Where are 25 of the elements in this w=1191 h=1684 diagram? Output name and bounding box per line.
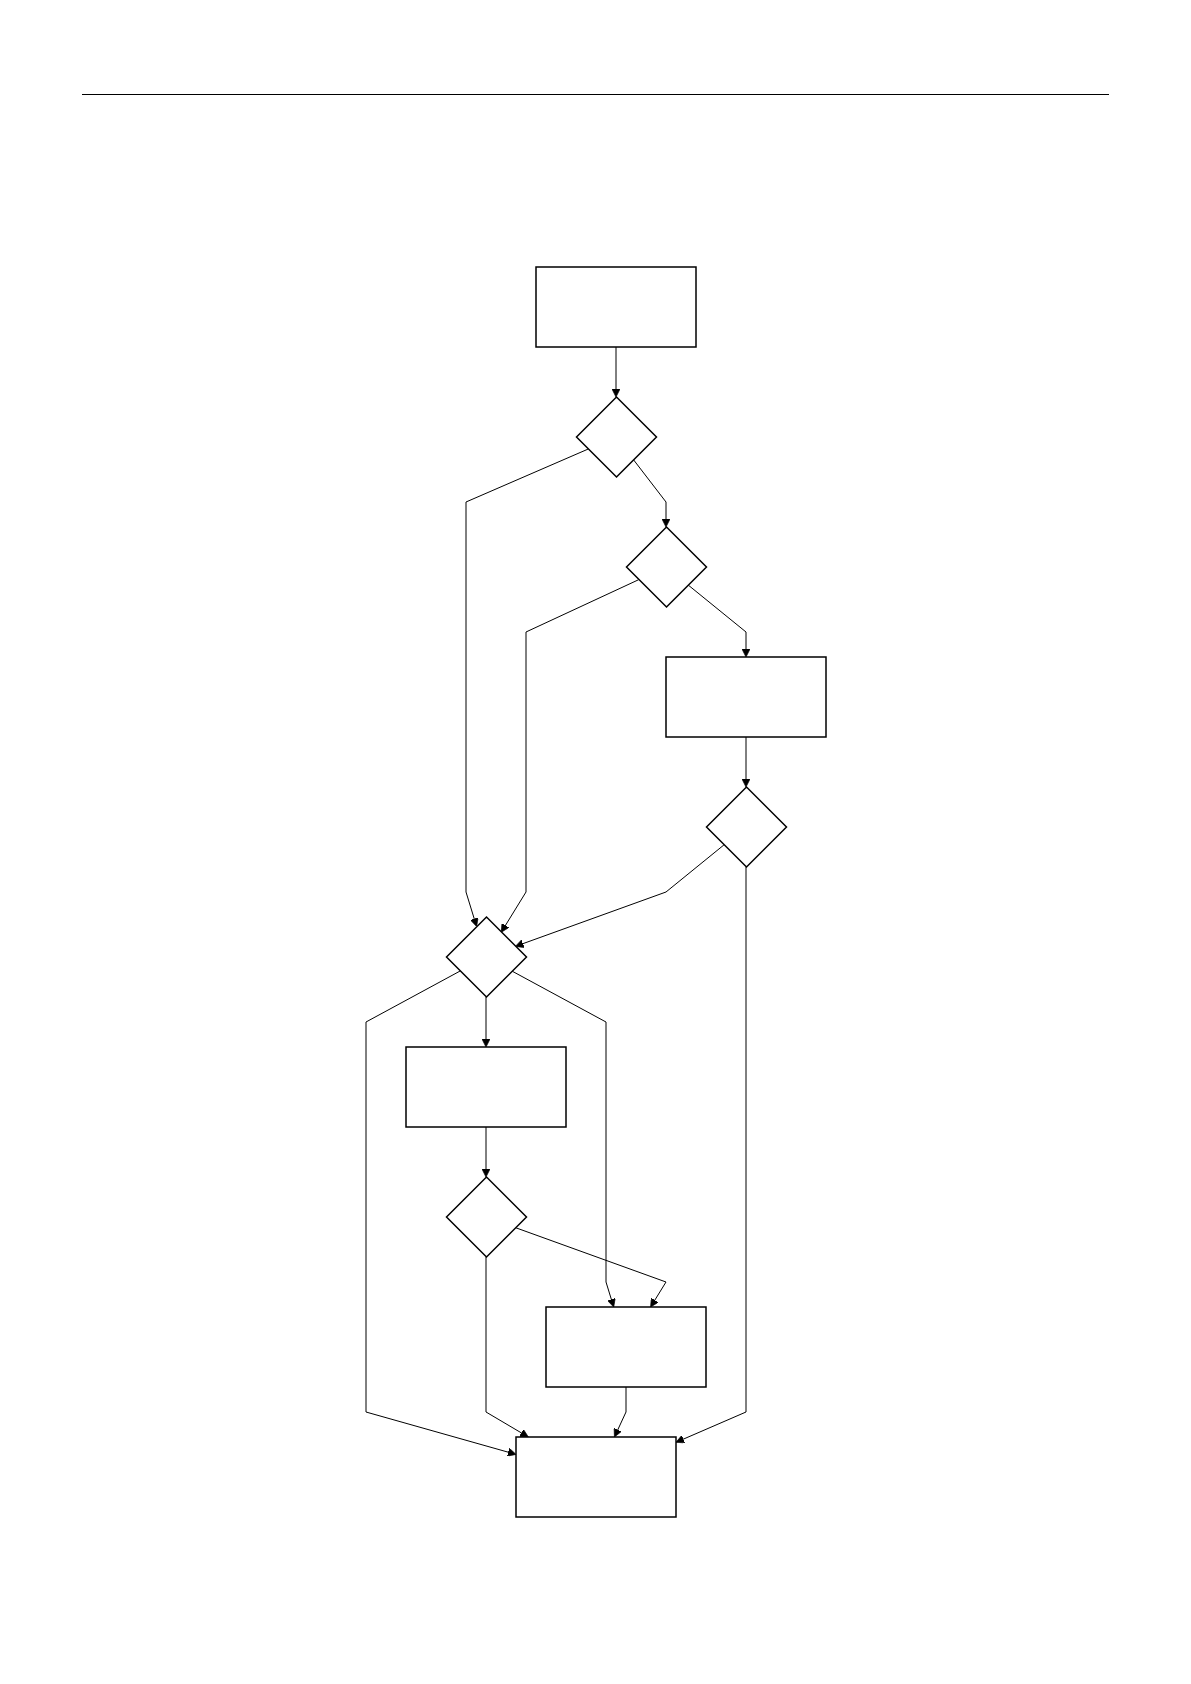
arrow (481, 996, 490, 1048)
arrow (514, 844, 724, 948)
node-box (514, 1436, 677, 1518)
arrow (741, 736, 750, 788)
node-diamond (624, 525, 708, 609)
node-box (534, 266, 697, 348)
arrow (514, 1227, 666, 1308)
node-diamond (444, 915, 528, 999)
node-box (664, 656, 827, 738)
node-box (544, 1306, 707, 1388)
arrow (632, 459, 670, 528)
arrow (510, 970, 616, 1308)
arrow (687, 584, 750, 658)
arrow (365, 970, 516, 1457)
node-diamond (574, 395, 658, 479)
arrow (675, 866, 746, 1444)
node-box (404, 1046, 567, 1128)
node-diamond (704, 785, 788, 869)
node-diamond (444, 1175, 528, 1259)
arrow (465, 448, 589, 927)
arrow (485, 1256, 529, 1438)
arrow (611, 346, 620, 398)
arrow (481, 1126, 490, 1178)
arrow (500, 579, 639, 933)
arrow (613, 1386, 626, 1438)
